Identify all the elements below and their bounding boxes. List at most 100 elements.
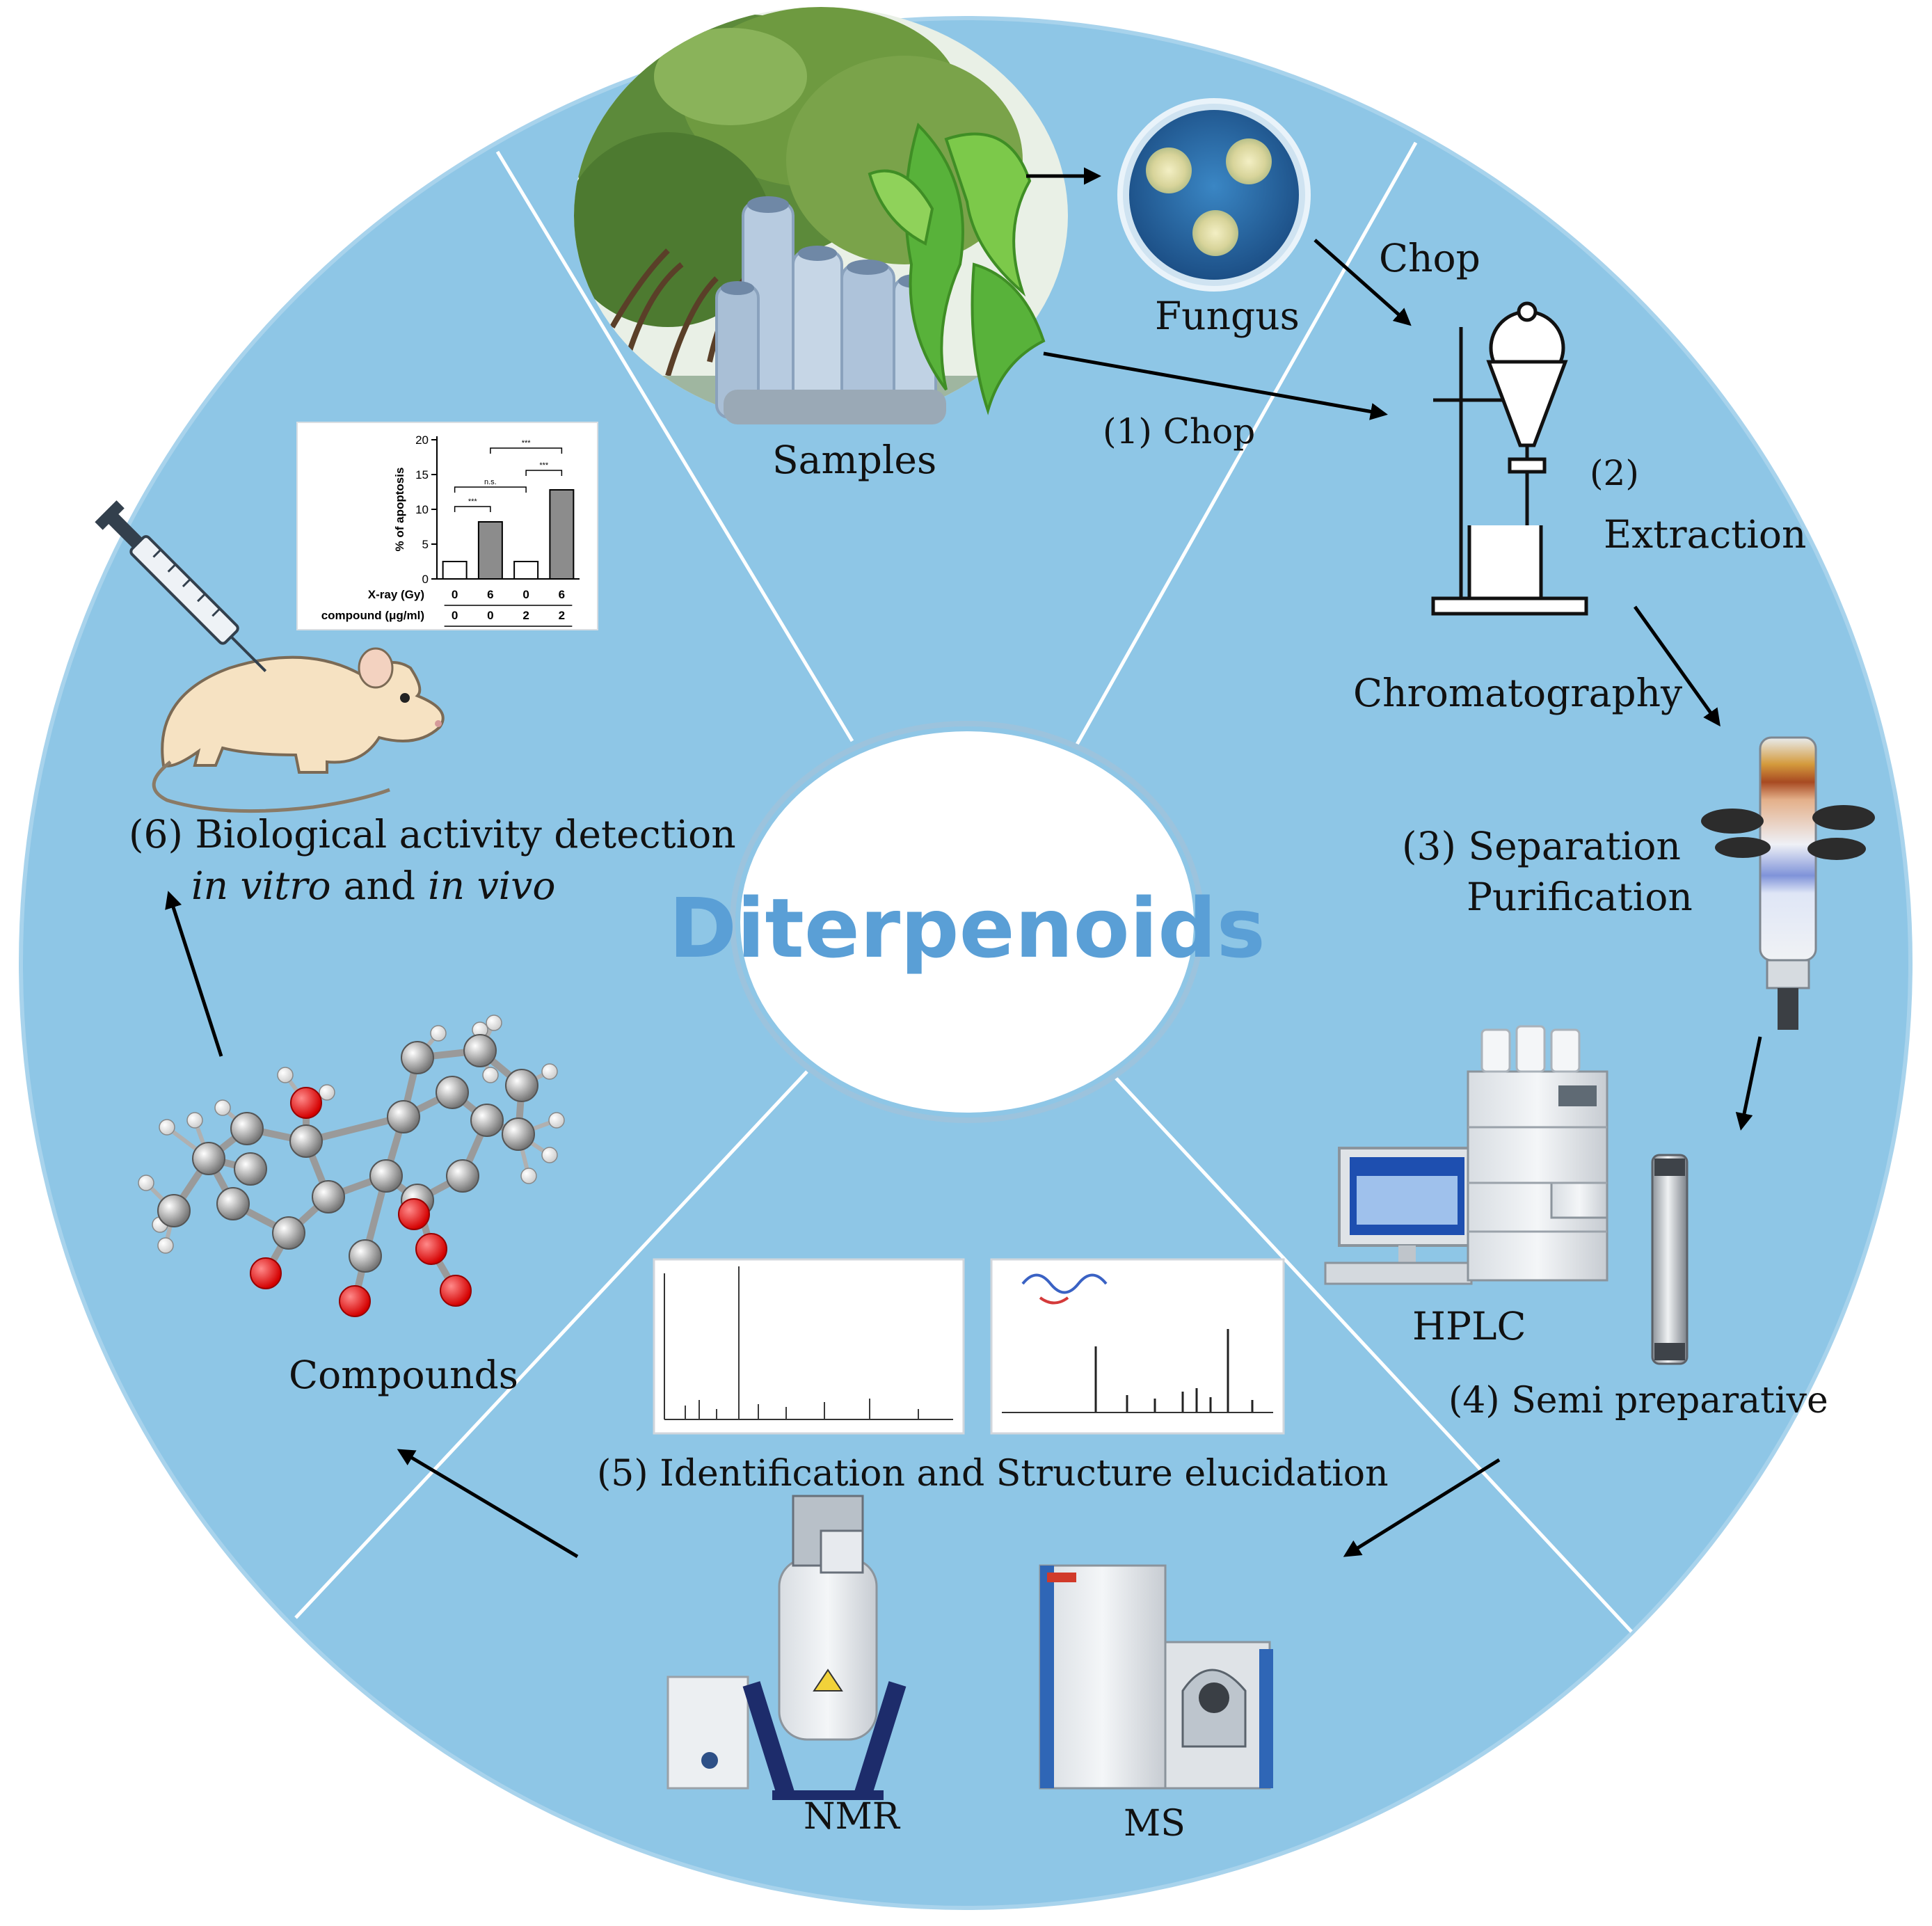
label-identification: (5) Identification and Structure elucida… (597, 1453, 1389, 1495)
nmr-spectrometer-icon (666, 1495, 907, 1800)
carbon-atom (446, 1159, 479, 1193)
arrow-extraction-to-chromatography (1633, 605, 1721, 727)
label-nmr: NMR (804, 1796, 901, 1838)
oxygen-atom (398, 1198, 430, 1230)
chart-significance-label: *** (522, 439, 532, 447)
chart-y-tick-label: 15 (415, 468, 429, 482)
chart-bar (513, 561, 539, 580)
label-extraction: Extraction (1604, 512, 1806, 557)
molecule-bond (303, 1113, 407, 1145)
chart-significance-bracket (454, 506, 491, 512)
chart-condition-label: compound (μg/ml) (321, 609, 424, 622)
label-hplc: HPLC (1412, 1304, 1526, 1348)
carbon-atom (312, 1180, 345, 1213)
flow-arrows (165, 167, 1762, 1559)
hydrogen-atom (138, 1175, 154, 1191)
chart-significance-bracket (525, 470, 563, 476)
oxygen-atom (290, 1087, 322, 1119)
hydrogen-atom (157, 1237, 174, 1254)
carbon-atom (470, 1104, 504, 1137)
stage-labels: Samples Fungus Chop (1) Chop (2) Extract… (129, 236, 1828, 1845)
samples-photo (574, 7, 1068, 424)
center-title: Diterpenoids (669, 880, 1266, 976)
arrow-chromatography-to-hplc (1735, 1036, 1762, 1131)
carbon-atom (272, 1216, 305, 1250)
carbon-atom (289, 1124, 323, 1158)
syringe-icon (95, 500, 267, 672)
chart-condition-value: 2 (522, 609, 529, 622)
hplc-column-icon (1651, 1154, 1688, 1365)
arrow-identification-to-compounds (397, 1449, 579, 1559)
molecule-model-icon (138, 1014, 565, 1317)
chart-y-tick-label: 20 (415, 433, 429, 447)
label-and: and (344, 863, 415, 908)
hplc-instrument-icon (1324, 1025, 1608, 1285)
carbon-atom (463, 1034, 497, 1067)
hydrogen-atom (186, 1112, 203, 1129)
arrow-fungus-to-extraction (1314, 239, 1412, 326)
chart-y-tick-label: 0 (422, 573, 429, 586)
segment-dividers (294, 141, 1633, 1633)
chart-condition-value: 2 (559, 609, 565, 622)
chart-y-tick-label: 5 (422, 538, 429, 551)
hydrogen-atom (548, 1112, 565, 1129)
oxygen-atom (250, 1257, 282, 1289)
center-ellipse (740, 731, 1194, 1113)
arrow-compounds-to-bioactivity (165, 891, 223, 1057)
label-purification: Purification (1467, 875, 1693, 919)
carbon-atom (157, 1194, 191, 1227)
chart-condition-value: 0 (452, 588, 458, 601)
label-separation: (3) Separation (1402, 824, 1681, 868)
oxygen-atom (440, 1275, 472, 1307)
divider-top-left (495, 150, 854, 742)
hydrogen-atom (482, 1067, 499, 1083)
chart-condition-value: 0 (522, 588, 529, 601)
label-extraction-number: (2) (1590, 453, 1639, 493)
hydrogen-atom (214, 1099, 231, 1116)
center-hub: Diterpenoids (669, 721, 1266, 1123)
chart-background (296, 422, 598, 630)
separatory-funnel-icon (1431, 301, 1588, 616)
label-chop-1: (1) Chop (1103, 411, 1255, 452)
carbon-atom (230, 1112, 264, 1145)
carbon-atom (387, 1100, 420, 1133)
chart-y-label: % of apoptosis (393, 468, 406, 552)
label-fungus: Fungus (1155, 294, 1300, 338)
chart-condition-value: 0 (452, 609, 458, 622)
chart-significance-bracket (454, 486, 527, 493)
arrow-samples-to-extraction (1043, 351, 1388, 420)
label-compounds: Compounds (289, 1353, 518, 1397)
divider-bottom-left (294, 1070, 808, 1619)
carbon-atom (369, 1159, 403, 1193)
oxygen-atom (339, 1285, 371, 1317)
chart-condition-value: 6 (559, 588, 565, 601)
petri-dish-icon (1117, 98, 1311, 292)
mouse-icon (152, 647, 445, 813)
label-ms: MS (1124, 1803, 1185, 1845)
center-ring (730, 721, 1204, 1123)
label-chop-top: Chop (1379, 236, 1480, 280)
chart-bar (442, 561, 468, 580)
hydrogen-atom (520, 1168, 537, 1184)
carbon-atom (436, 1076, 469, 1109)
carbon-atom (192, 1142, 225, 1175)
carbon-atom (502, 1117, 535, 1151)
label-in-vitro: in vitro (191, 863, 331, 908)
hydrogen-atom (277, 1067, 294, 1083)
divider-top-right (1073, 141, 1418, 749)
chart-condition-value: 0 (487, 609, 493, 622)
nmr-spectrum-inset (653, 1258, 965, 1435)
chromatography-column-icon (1701, 736, 1875, 1030)
oxygen-atom (415, 1233, 447, 1265)
carbon-atom (234, 1152, 267, 1186)
chart-bar (549, 489, 575, 580)
hydrogen-atom (486, 1014, 502, 1031)
label-semi-preparative: (4) Semi preparative (1448, 1380, 1828, 1422)
chart-significance-label: *** (468, 498, 478, 506)
chart-significance-label: n.s. (484, 478, 497, 486)
divider-bottom-right (1112, 1074, 1633, 1633)
hydrogen-atom (319, 1084, 335, 1101)
